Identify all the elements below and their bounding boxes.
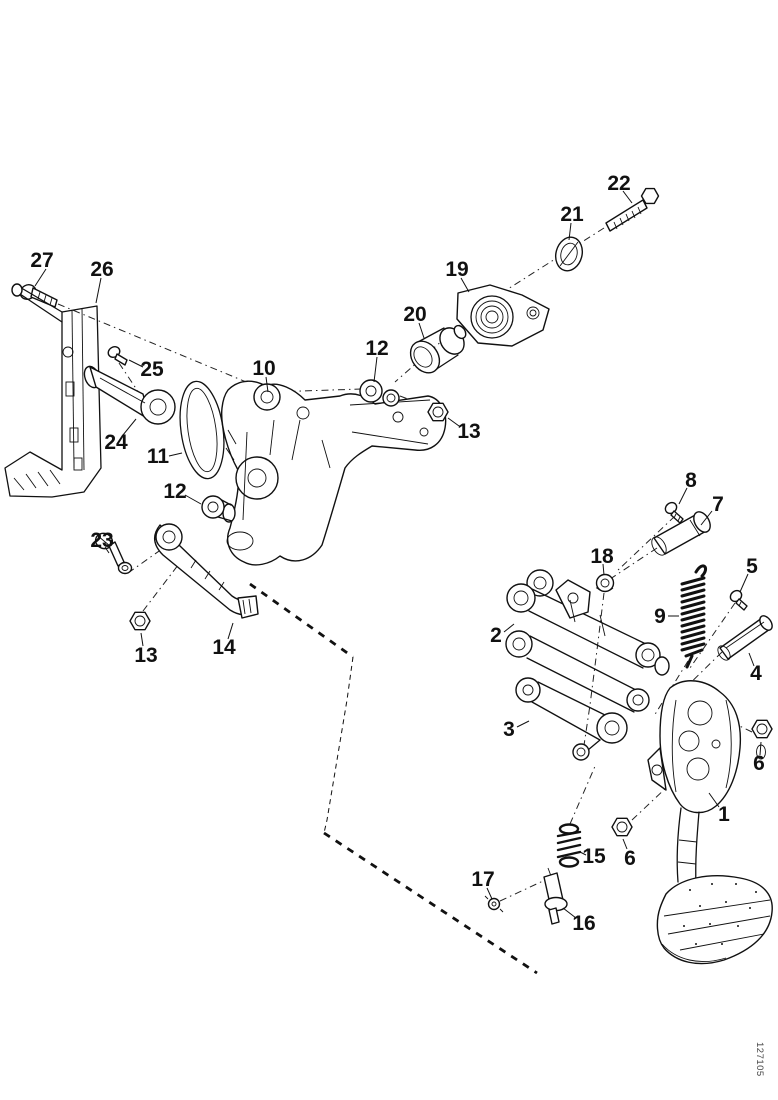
- part-link-3: [515, 677, 628, 761]
- callout-13-upper: 13: [457, 420, 480, 443]
- part-bracket-26: [4, 283, 102, 498]
- callout-10: 10: [252, 357, 275, 380]
- part-arm-14: [154, 523, 259, 619]
- callout-23: 23: [90, 529, 113, 552]
- callout-22: 22: [607, 172, 630, 195]
- part-nut-13-lower: [129, 611, 151, 631]
- callout-20: 20: [403, 303, 426, 326]
- part-bolt-27: [19, 284, 58, 308]
- part-bolt-8: [664, 501, 684, 524]
- part-link-assembly-2: [505, 569, 670, 713]
- callout-4: 4: [750, 662, 762, 685]
- callout-12-upper: 12: [365, 337, 388, 360]
- part-bolt-5: [729, 589, 748, 611]
- part-seal-ring-11: [179, 380, 225, 480]
- callout-13-lower: 13: [134, 644, 157, 667]
- callout-21: 21: [560, 203, 584, 226]
- callout-7: 7: [712, 493, 724, 516]
- part-pin-7: [651, 511, 711, 556]
- callout-19: 19: [445, 258, 468, 281]
- callout-3: 3: [503, 718, 515, 741]
- callout-16: 16: [572, 912, 595, 935]
- callout-6-right: 6: [753, 752, 765, 775]
- callout-25: 25: [140, 358, 164, 381]
- part-washers-12-upper: [359, 379, 400, 407]
- part-spring-9: [680, 564, 707, 669]
- callout-2: 2: [490, 624, 502, 647]
- part-bolt-23: [94, 532, 133, 575]
- callout-27: 27: [30, 249, 53, 272]
- part-main-bracket-10: [220, 380, 447, 566]
- callout-17: 17: [471, 868, 494, 891]
- leader-lines: [34, 190, 762, 919]
- callout-24: 24: [104, 431, 128, 454]
- part-rod-4: [717, 615, 773, 661]
- callout-15: 15: [582, 845, 606, 868]
- callout-9: 9: [654, 605, 666, 628]
- part-bolt-22: [605, 187, 660, 232]
- routing-dashed-line: [249, 582, 538, 975]
- part-bushing-12-lower: [201, 495, 236, 523]
- part-ring-21: [554, 236, 584, 272]
- part-nut-13-upper: [427, 402, 449, 422]
- pedal-pad-dots: [683, 883, 757, 945]
- axis-lines: [57, 227, 753, 902]
- part-spring-15: [556, 823, 582, 868]
- callout-18: 18: [590, 545, 614, 568]
- part-grommet-bracket-19: [456, 284, 550, 347]
- part-nut-18: [595, 573, 615, 593]
- callout-14: 14: [212, 636, 236, 659]
- callout-1: 1: [718, 803, 730, 826]
- part-pedal-1: [647, 680, 773, 965]
- callout-labels: 1 2 3 4 5 6 6 7 8 9 10 11 12 12 13 13 14…: [30, 172, 765, 935]
- callout-12-lower: 12: [163, 480, 186, 503]
- callout-6-middle: 6: [624, 847, 636, 870]
- part-clip-17: [484, 895, 504, 913]
- part-pin-25: [107, 346, 128, 366]
- doc-number: 127105: [754, 1042, 765, 1077]
- callout-26: 26: [90, 258, 113, 281]
- part-arm-24: [83, 365, 176, 425]
- callout-5: 5: [746, 555, 758, 578]
- callout-11: 11: [147, 445, 170, 468]
- callout-8: 8: [685, 469, 697, 492]
- part-bushing-20: [409, 324, 467, 374]
- part-plunger-16: [543, 867, 568, 925]
- part-nut-6-middle: [611, 817, 633, 837]
